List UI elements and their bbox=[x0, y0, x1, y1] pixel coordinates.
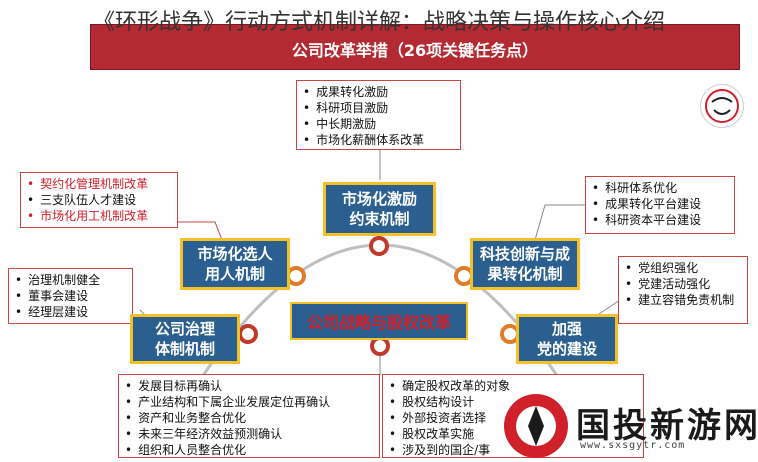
list-item: 科研资本平台建设 bbox=[592, 212, 728, 228]
list-item: 三支队伍人才建设 bbox=[27, 192, 171, 208]
right-top-list-box: 科研体系优化成果转化平台建设科研资本平台建设 bbox=[585, 176, 735, 234]
list-item: 董事会建设 bbox=[15, 288, 126, 304]
bottom-left-list-box: 发展目标再确认产业结构和下属企业发展定位再确认资产和业务整合优化未来三年经济效益… bbox=[118, 374, 380, 458]
right-mid-list-box: 党组织强化党建活动强化建立容错免责机制 bbox=[618, 256, 748, 324]
node-label: 约束机制 bbox=[349, 210, 410, 228]
node-center: 公司战略与股权改革 bbox=[290, 302, 468, 340]
left-mid-list-box: 治理机制健全董事会建设经理层建设 bbox=[8, 268, 133, 324]
list-item: 科研体系优化 bbox=[592, 180, 728, 196]
list-item: 产业结构和下属企业发展定位再确认 bbox=[125, 394, 373, 410]
list-item: 市场化用工机制改革 bbox=[27, 208, 171, 224]
list-item: 成果转化平台建设 bbox=[592, 196, 728, 212]
list-item: 发展目标再确认 bbox=[125, 378, 373, 394]
list-item: 资产和业务整合优化 bbox=[125, 410, 373, 426]
node-label: 市场化激励 bbox=[341, 190, 417, 208]
list-item: 股权结构设计 bbox=[389, 394, 637, 410]
list-item: 经理层建设 bbox=[15, 304, 126, 320]
reform-banner: 公司改革举措（26项关键任务点） bbox=[90, 24, 740, 70]
center-label: 公司战略与股权改革 bbox=[306, 313, 451, 332]
node-tech-innovation: 科技创新与成果转化机制 bbox=[470, 238, 580, 290]
node-market-selection: 市场化选人用人机制 bbox=[180, 238, 290, 290]
ring-bottom bbox=[370, 336, 390, 356]
node-label: 市场化选人 bbox=[197, 245, 273, 263]
watermark-url: www.sxsgytr.com bbox=[580, 440, 686, 451]
node-label: 果转化机制 bbox=[487, 265, 563, 283]
list-item: 党组织强化 bbox=[625, 260, 741, 276]
ring-top bbox=[369, 236, 389, 256]
list-item: 未来三年经济效益预测确认 bbox=[125, 426, 373, 442]
list-item: 确定股权改革的对象 bbox=[389, 378, 637, 394]
list-item: 契约化管理机制改革 bbox=[27, 176, 171, 192]
node-label: 公司治理 bbox=[154, 320, 215, 338]
list-item: 外部投资者选择 bbox=[389, 410, 637, 426]
list-item: 党建活动强化 bbox=[625, 276, 741, 292]
list-item: 科研项目激励 bbox=[303, 100, 454, 116]
watermark-name: 国投新游网 bbox=[576, 406, 758, 446]
logo-seal-icon bbox=[705, 89, 739, 123]
top-list-box: 成果转化激励科研项目激励中长期激励市场化薪酬体系改革 bbox=[296, 80, 461, 150]
node-label: 加强 bbox=[551, 320, 582, 338]
node-market-incentive: 市场化激励约束机制 bbox=[323, 182, 436, 236]
banner-label: 公司改革举措（26项关键任务点） bbox=[291, 41, 539, 60]
list-item: 市场化薪酬体系改革 bbox=[303, 132, 454, 148]
node-label: 科技创新与成 bbox=[479, 245, 570, 263]
list-item: 股权改革实施 bbox=[389, 426, 637, 442]
connector-right-top bbox=[534, 204, 585, 241]
list-item: 组织和人员整合优化 bbox=[125, 442, 373, 458]
list-item: 治理机制健全 bbox=[15, 272, 126, 288]
node-label: 体制机制 bbox=[154, 340, 215, 358]
watermark: 国投新游网 www.sxsgytr.com bbox=[500, 390, 758, 462]
ring-left bbox=[286, 266, 306, 286]
node-label: 用人机制 bbox=[204, 265, 265, 283]
node-governance: 公司治理体制机制 bbox=[130, 314, 240, 364]
list-item: 成果转化激励 bbox=[303, 84, 454, 100]
watermark-logo-icon bbox=[504, 394, 568, 458]
node-label: 党的建设 bbox=[536, 340, 597, 358]
list-item: 中长期激励 bbox=[303, 116, 454, 132]
logo bbox=[700, 84, 744, 128]
node-party: 加强党的建设 bbox=[516, 314, 618, 364]
list-item: 建立容错免责机制 bbox=[625, 292, 741, 308]
ring-far-left bbox=[238, 324, 258, 344]
page-title: 《环形战争》行动方式机制详解：战略决策与操作核心介绍 bbox=[92, 10, 665, 35]
connector-left-top bbox=[178, 221, 223, 241]
list-item: 涉及到的国企/事 bbox=[389, 442, 637, 458]
left-top-list-box: 契约化管理机制改革三支队伍人才建设市场化用工机制改革 bbox=[20, 172, 178, 228]
